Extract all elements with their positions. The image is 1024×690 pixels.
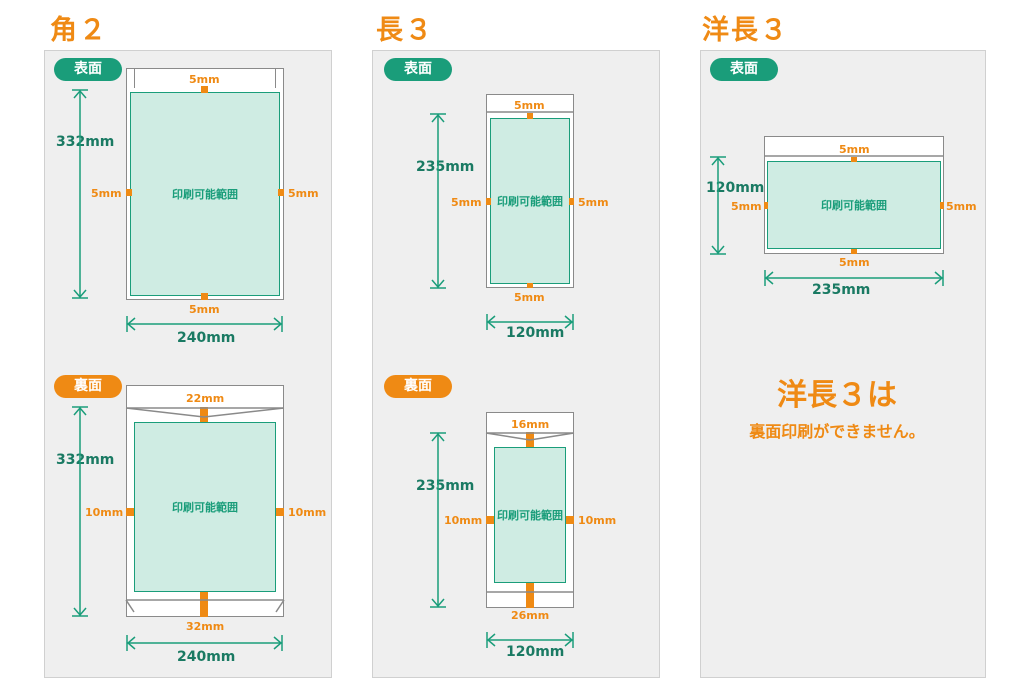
margin-label-top: 5mm: [839, 143, 870, 156]
front-badge-kaku2: 表面: [54, 58, 122, 81]
margin-label-bottom: 5mm: [514, 291, 545, 304]
height-dimension-label: 120mm: [706, 180, 765, 196]
margin-marker-top: [526, 432, 534, 447]
margin-marker-left: [126, 508, 134, 516]
width-dimension-label: 120mm: [506, 325, 565, 341]
margin-marker-right: [569, 198, 574, 205]
print-area-front-younaga3: 印刷可能範囲: [767, 161, 941, 249]
front-badge-younaga3: 表面: [710, 58, 778, 81]
margin-marker-top: [201, 86, 208, 93]
print-area-front-kaku2: 印刷可能範囲: [130, 92, 280, 296]
margin-marker-right: [940, 202, 944, 209]
margin-label-top: 5mm: [514, 99, 545, 112]
front-badge-naga3: 表面: [384, 58, 452, 81]
margin-label-left: 10mm: [85, 506, 124, 519]
width-dimension-label: 235mm: [812, 282, 871, 298]
margin-marker-bottom: [526, 583, 534, 608]
title-kaku2: 角２: [50, 15, 108, 46]
back-badge-naga3: 裏面: [384, 375, 452, 398]
width-dimension-label: 120mm: [506, 644, 565, 660]
print-area-label: 印刷可能範囲: [172, 501, 238, 514]
margin-marker-right: [566, 516, 574, 524]
height-dimension-label: 235mm: [416, 159, 475, 175]
margin-label-top: 16mm: [511, 418, 550, 431]
margin-label-left: 5mm: [451, 196, 482, 209]
margin-marker-left: [764, 202, 768, 209]
margin-marker-right: [278, 189, 284, 196]
margin-marker-left: [486, 198, 491, 205]
margin-marker-top: [527, 113, 533, 119]
margin-marker-right: [276, 508, 284, 516]
margin-label-left: 5mm: [731, 200, 762, 213]
height-dimension-label: 332mm: [56, 452, 115, 468]
margin-label-right: 10mm: [288, 506, 327, 519]
height-dimension-label: 235mm: [416, 478, 475, 494]
width-dimension-label: 240mm: [177, 330, 236, 346]
margin-label-right: 10mm: [578, 514, 617, 527]
margin-label-bottom: 5mm: [189, 303, 220, 316]
print-area-back-naga3: 印刷可能範囲: [494, 447, 566, 583]
margin-marker-bottom: [201, 293, 208, 300]
no-back-print-notice-title: 洋長３は: [777, 378, 897, 413]
margin-label-right: 5mm: [946, 200, 977, 213]
print-area-label: 印刷可能範囲: [172, 188, 238, 201]
margin-label-left: 5mm: [91, 187, 122, 200]
margin-label-top: 22mm: [186, 392, 225, 405]
back-badge-kaku2: 裏面: [54, 375, 122, 398]
margin-marker-bottom: [527, 283, 533, 288]
margin-marker-left: [126, 189, 132, 196]
envelope-flap-kaku2-front: [134, 68, 276, 88]
title-naga3: 長３: [376, 15, 434, 46]
print-area-label: 印刷可能範囲: [497, 195, 563, 208]
margin-marker-top: [851, 157, 857, 162]
margin-marker-left: [486, 516, 494, 524]
print-area-front-naga3: 印刷可能範囲: [490, 118, 570, 284]
print-area-back-kaku2: 印刷可能範囲: [134, 422, 276, 592]
margin-label-bottom: 26mm: [511, 609, 550, 622]
margin-label-right: 5mm: [578, 196, 609, 209]
no-back-print-notice-text: 裏面印刷ができません。: [749, 422, 925, 441]
margin-label-bottom: 5mm: [839, 256, 870, 269]
title-younaga3: 洋長３: [702, 15, 789, 46]
width-dimension-label: 240mm: [177, 649, 236, 665]
margin-label-left: 10mm: [444, 514, 483, 527]
print-area-label: 印刷可能範囲: [821, 199, 887, 212]
print-area-label: 印刷可能範囲: [497, 509, 563, 522]
margin-label-bottom: 32mm: [186, 620, 225, 633]
margin-marker-top: [200, 407, 208, 422]
margin-marker-bottom: [851, 249, 857, 254]
margin-label-top: 5mm: [189, 73, 220, 86]
margin-marker-bottom: [200, 592, 208, 617]
height-dimension-label: 332mm: [56, 134, 115, 150]
margin-label-right: 5mm: [288, 187, 319, 200]
